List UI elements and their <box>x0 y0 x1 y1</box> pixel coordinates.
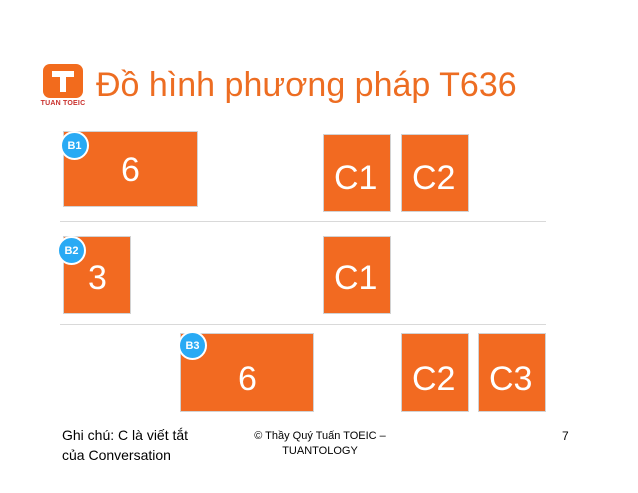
tuan-toeic-logo-icon <box>43 64 83 98</box>
row3-part2-box: C3 <box>478 333 546 412</box>
row1-part1-box: C1 <box>323 134 391 212</box>
row2-part1-label: C1 <box>334 259 378 297</box>
row1-main-value: 6 <box>121 151 140 189</box>
copyright-line-1: © Thầy Quý Tuấn TOEIC – <box>254 430 386 442</box>
slide-title: Đồ hình phương pháp T636 <box>96 66 517 104</box>
row3-main-value: 6 <box>238 360 257 398</box>
row3-part1-box: C2 <box>401 333 469 412</box>
tuan-toeic-logo: TUAN TOEIC <box>37 64 89 110</box>
row3-badge: B3 <box>178 331 207 360</box>
row1-part1-label: C1 <box>334 159 378 197</box>
row-divider-2 <box>60 324 546 325</box>
row2-badge: B2 <box>57 236 86 265</box>
row-divider-1 <box>60 221 546 222</box>
page-number: 7 <box>562 429 569 443</box>
row1-part2-label: C2 <box>412 159 456 197</box>
row2-main-value: 3 <box>88 259 107 297</box>
footer-note: Ghi chú: C là viết tắt của Conversation <box>62 425 212 465</box>
logo-text: TUAN TOEIC <box>40 100 86 107</box>
copyright-line-2: TUANTOLOGY <box>282 445 358 457</box>
row2-part1-box: C1 <box>323 236 391 314</box>
row1-part2-box: C2 <box>401 134 469 212</box>
note-line-2: của Conversation <box>62 447 171 463</box>
note-line-1: Ghi chú: C là viết tắt <box>62 427 189 443</box>
row1-badge: B1 <box>60 131 89 160</box>
row3-part2-label: C3 <box>489 360 533 398</box>
copyright: © Thầy Quý Tuấn TOEIC – TUANTOLOGY <box>240 429 400 459</box>
row3-part1-label: C2 <box>412 360 456 398</box>
